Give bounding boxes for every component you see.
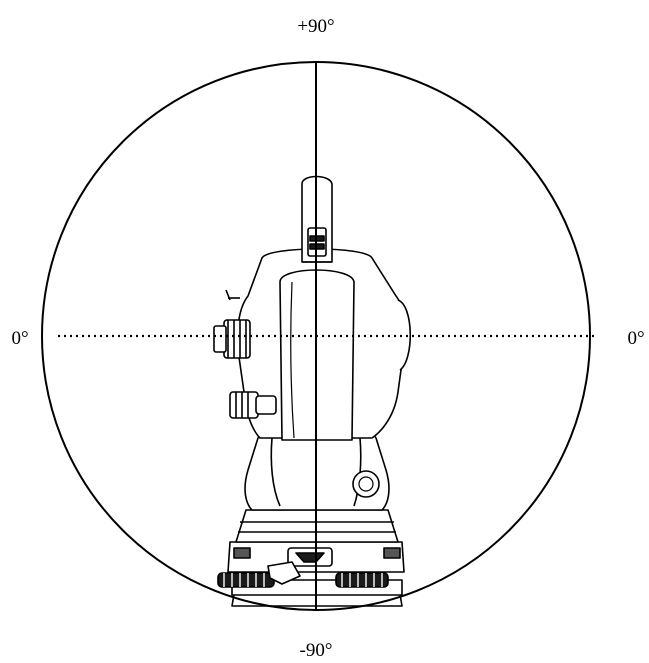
leveling-screw-left-icon <box>217 572 275 588</box>
label-minus-90: -90° <box>300 640 333 661</box>
side-knob-right <box>397 299 412 371</box>
tribrach-clamp <box>267 561 301 585</box>
leveling-screw-right-icon <box>335 572 389 588</box>
label-zero-left: 0° <box>11 328 28 349</box>
label-zero-right: 0° <box>627 328 644 349</box>
instrument-side-view-icon <box>213 175 412 607</box>
fine-motion-knob <box>229 391 259 419</box>
label-plus-90: +90° <box>297 16 334 37</box>
